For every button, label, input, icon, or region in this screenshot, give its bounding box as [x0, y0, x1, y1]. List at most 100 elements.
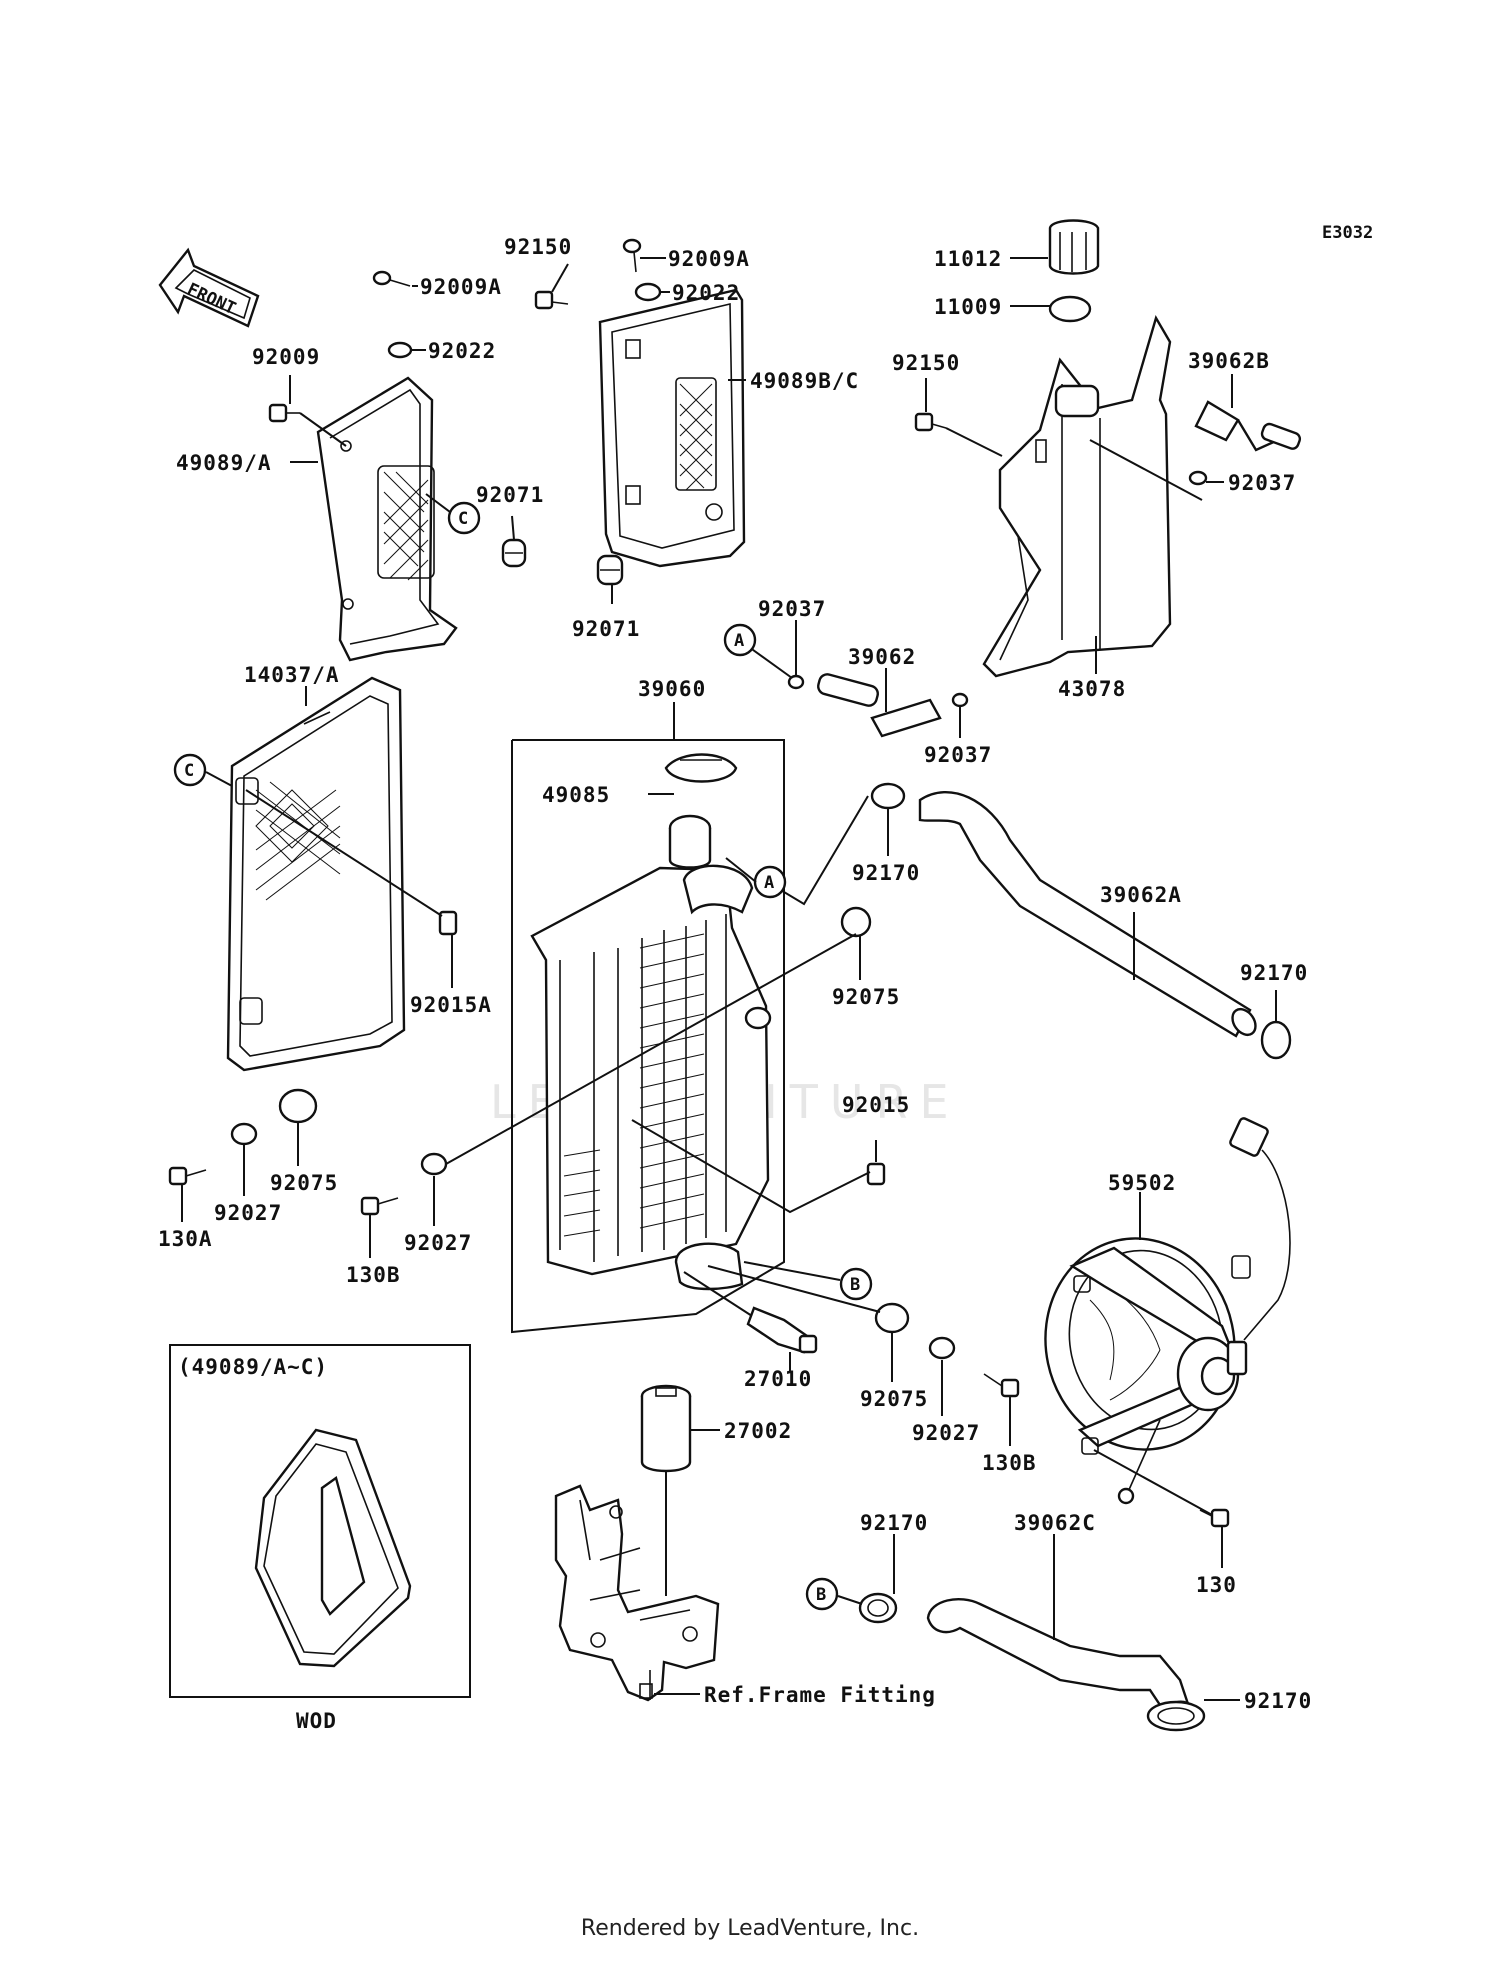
clamp-92170-low: [858, 1592, 898, 1624]
label-92071-mid: 92071: [572, 617, 640, 641]
reservoir-tank: [982, 314, 1172, 678]
grommet-92071-mid: [596, 554, 624, 586]
label-92022-left: 92022: [428, 339, 496, 363]
inset-box: [169, 1344, 471, 1698]
radiator: [530, 814, 772, 1291]
callout-a2: A: [753, 865, 787, 899]
label-92037-low: 92037: [924, 743, 992, 767]
label-59502: 59502: [1108, 1171, 1176, 1195]
callout-c1: C: [447, 501, 481, 535]
label-92015A: 92015A: [410, 993, 492, 1017]
clip-92015A: [438, 910, 458, 936]
label-92150-top: 92150: [504, 235, 572, 259]
footer-credit: Rendered by LeadVenture, Inc.: [580, 1916, 920, 1941]
callout-b2: B: [805, 1577, 839, 1611]
grommet-92075-right: [840, 906, 872, 938]
label-92027-left: 92027: [214, 1201, 282, 1225]
front-arrow-icon: FRONT: [158, 247, 260, 328]
label-92027-low: 92027: [912, 1421, 980, 1445]
clamp-92037-right: [1188, 470, 1208, 486]
label-130A: 130A: [158, 1227, 213, 1251]
radiator-group-box: [511, 739, 785, 1334]
label-39062A: 39062A: [1100, 883, 1182, 907]
svg-text:A: A: [764, 873, 774, 893]
hose-39062A: [918, 790, 1252, 1038]
bolt-130: [1093, 1449, 1230, 1528]
label-11012: 11012: [934, 247, 1002, 271]
label-14037A: 14037/A: [244, 663, 340, 687]
svg-text:B: B: [850, 1275, 860, 1295]
collar-92027-mid: [420, 1152, 448, 1176]
callout-b1: B: [839, 1267, 873, 1301]
label-92075-right: 92075: [832, 985, 900, 1009]
bolt-130B-right: [983, 1373, 1020, 1398]
label-92009: 92009: [252, 345, 320, 369]
label-92037-mid: 92037: [758, 597, 826, 621]
shroud-right: [598, 288, 746, 568]
callout-a1: A: [723, 623, 757, 657]
washer-92022-left: [387, 341, 413, 359]
label-130: 130: [1196, 1573, 1237, 1597]
radiator-cap-49085: [664, 753, 738, 783]
label-39062: 39062: [848, 645, 916, 669]
label-130B-right: 130B: [982, 1451, 1037, 1475]
inset-caption: WOD: [296, 1709, 337, 1733]
shroud-left: [316, 376, 458, 662]
label-39062C: 39062C: [1014, 1511, 1096, 1535]
washer-92022-mid: [634, 282, 662, 302]
label-92009A-mid: 92009A: [668, 247, 750, 271]
svg-text:C: C: [458, 509, 468, 529]
svg-text:B: B: [816, 1585, 826, 1605]
label-92037-right: 92037: [1228, 471, 1296, 495]
collar-92027-low: [928, 1336, 956, 1360]
label-92071-left: 92071: [476, 483, 544, 507]
label-49089A: 49089/A: [176, 451, 272, 475]
label-39062B: 39062B: [1188, 349, 1270, 373]
clamp-92170-bottom: [1146, 1700, 1206, 1732]
label-49089BC: 49089B/C: [750, 369, 859, 393]
label-92170-right: 92170: [1240, 961, 1308, 985]
label-92170-top: 92170: [852, 861, 920, 885]
label-92075-low: 92075: [860, 1387, 928, 1411]
screw-92009: [268, 403, 300, 423]
label-92170-low: 92170: [860, 1511, 928, 1535]
svg-text:A: A: [734, 631, 744, 651]
bolt-92150-right: [914, 412, 947, 432]
callout-c2: C: [173, 753, 207, 787]
bolt-130A: [168, 1166, 207, 1186]
relay-27002: [640, 1384, 692, 1473]
label-92170-bottom: 92170: [1244, 1689, 1312, 1713]
bolt-92150-top: [534, 290, 569, 310]
hose-39062C: [926, 1597, 1192, 1716]
plug-11009: [1048, 295, 1092, 323]
screw-92009A-left: [372, 270, 411, 287]
radiator-cover: [226, 676, 406, 1072]
hose-39062B: [1194, 400, 1302, 452]
label-92009A-left: 92009A: [420, 275, 502, 299]
label-27002: 27002: [724, 1419, 792, 1443]
diagram-code: E3032: [1322, 223, 1373, 243]
label-92027-mid: 92027: [404, 1231, 472, 1255]
label-11009: 11009: [934, 295, 1002, 319]
hose-39062: [817, 673, 942, 738]
grommet-92071-left: [501, 538, 527, 568]
clip-92015: [866, 1162, 886, 1186]
clamp-92170-top: [870, 782, 906, 810]
grommet-92075-low: [874, 1302, 910, 1334]
label-27010: 27010: [744, 1367, 812, 1391]
switch-27010: [746, 1306, 818, 1354]
label-130B-left: 130B: [346, 1263, 401, 1287]
collar-92027-left: [230, 1122, 258, 1146]
grommet-92075-left: [278, 1088, 318, 1124]
inset-title: (49089/A~C): [178, 1355, 328, 1379]
bolt-130B-left: [360, 1196, 399, 1216]
label-92022-mid: 92022: [672, 281, 740, 305]
label-ref-frame-fitting: Ref.Frame Fitting: [704, 1683, 936, 1707]
label-92150-right: 92150: [892, 351, 960, 375]
label-92015: 92015: [842, 1093, 910, 1117]
cap-11012: [1048, 219, 1100, 275]
label-49085: 49085: [542, 783, 610, 807]
label-43078: 43078: [1058, 677, 1126, 701]
fan-59502: [1044, 1117, 1291, 1505]
